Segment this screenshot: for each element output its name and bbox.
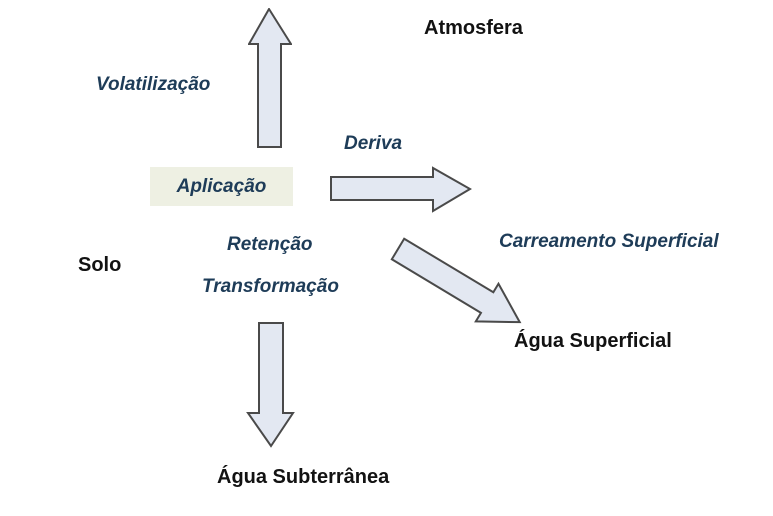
drift-label: Deriva <box>344 133 403 154</box>
drift-arrow-right-icon <box>330 166 472 213</box>
volatilization-arrow-up-icon <box>248 8 292 148</box>
atmosphere-label: Atmosfera <box>424 17 523 39</box>
groundwater-label: Água Subterrânea <box>217 466 390 488</box>
runoff-arrow-diagonal-icon <box>390 237 522 324</box>
application-box: Aplicação <box>150 167 293 206</box>
surface-water-label: Água Superficial <box>514 330 672 352</box>
retention-label: Retenção <box>227 234 313 255</box>
transformation-label: Transformação <box>202 276 339 297</box>
leaching-arrow-down-icon <box>246 322 295 448</box>
application-label: Aplicação <box>176 175 267 197</box>
soil-label: Solo <box>78 254 122 276</box>
surface-runoff-label: Carreamento Superficial <box>499 231 719 252</box>
volatilization-label: Volatilização <box>96 74 211 95</box>
